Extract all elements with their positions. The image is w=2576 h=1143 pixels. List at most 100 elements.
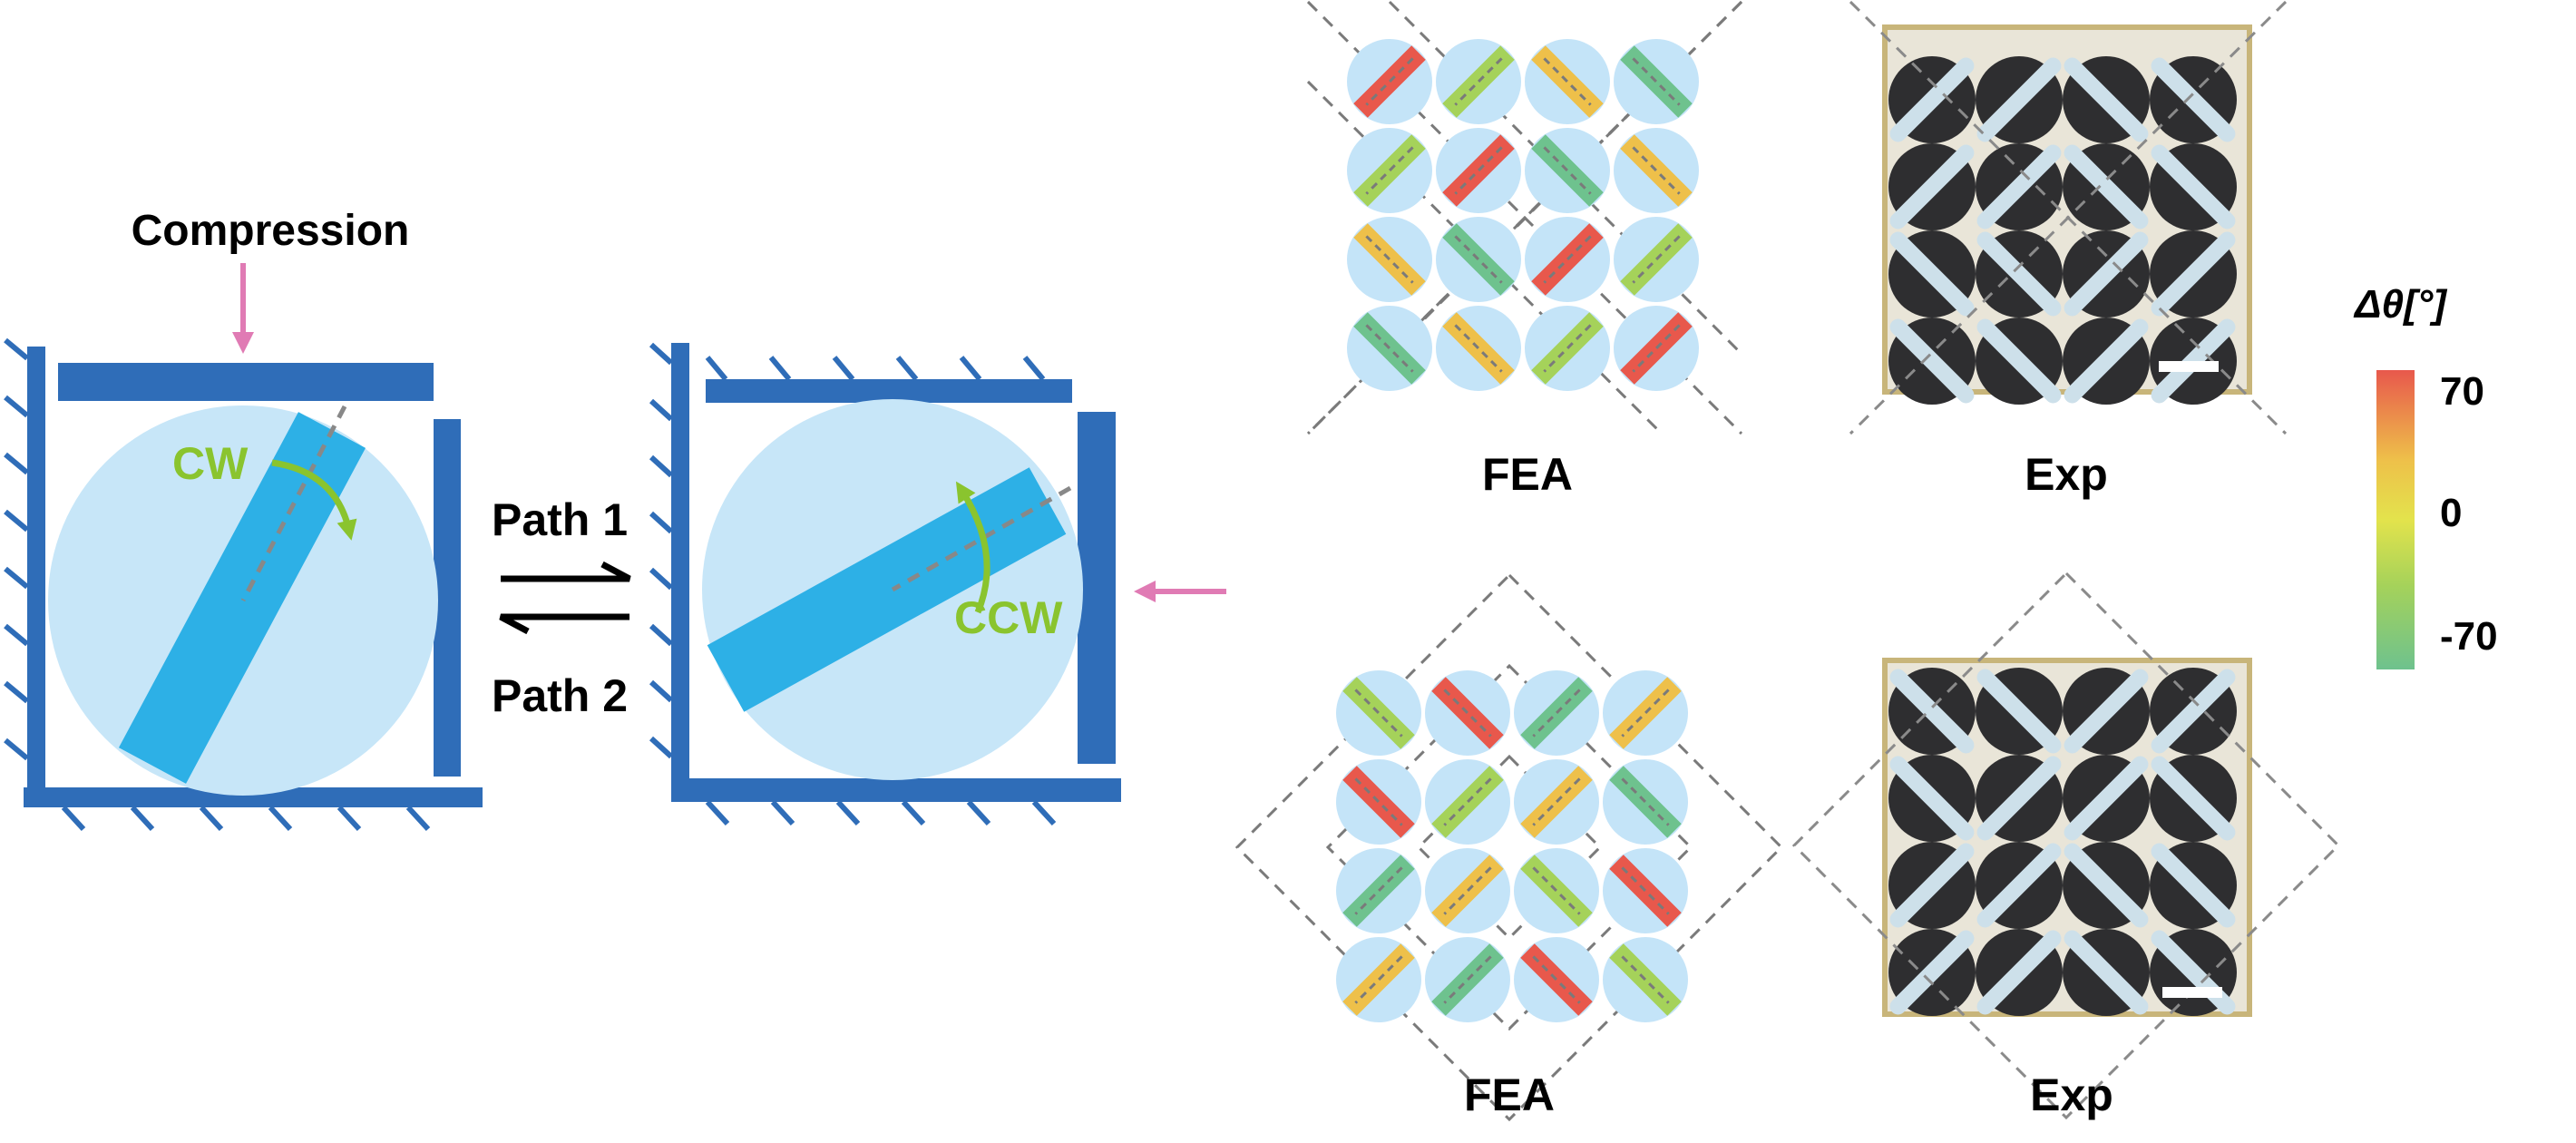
exp-cell [1888,668,1976,755]
exp-cell [2150,230,2237,318]
cell-bar [1976,669,2062,754]
cell-axis [1632,146,1681,195]
fea-cell [1436,128,1521,213]
cell-bar [1889,57,1975,142]
cell-bar [2064,318,2149,404]
exp-cell [2063,668,2150,755]
colorbar-min-label: -70 [2440,614,2498,659]
path2-label: Path 2 [492,670,628,721]
cell-axis [1543,146,1592,195]
cell-bar [2064,57,2149,142]
cell-axis [1454,235,1503,284]
fea-cell [1603,848,1688,933]
exp-cells [1888,56,2237,405]
colorbar: Δθ[°] 70 0 -70 [2353,282,2498,669]
bottom-wall [24,787,483,807]
cell-bar [1976,843,2062,928]
bar-axis [891,485,1072,592]
guide-lines [1791,571,2341,1120]
cell-axis [1621,777,1670,826]
cell-axis [1532,777,1581,826]
fea-cell [1347,217,1432,302]
exp-photo-top [1849,0,2288,435]
fea-cell [1603,670,1688,756]
exp-cell [1976,842,2063,929]
right-plate [434,419,461,777]
cell-bar [1889,669,1975,754]
cell-bar [2064,231,2149,317]
path2-arrow [499,613,629,635]
fea-cell [1436,217,1521,302]
ground-hatch-top [705,356,1046,381]
fea-cell [1436,306,1521,391]
fea-cell [1614,128,1699,213]
exp-cell [1976,755,2063,842]
compression-label: Compression [132,207,410,255]
fea-cell [1514,937,1599,1022]
exp-cell [1976,318,2063,405]
cell-bar [1889,231,1975,317]
schematic-cw: Compression CW [4,207,483,832]
bar-axis [240,405,347,602]
fea-cells [1336,670,1688,1022]
fea-cell [1514,670,1599,756]
colorbar-gradient [2376,370,2415,669]
cell-axis [1621,866,1670,915]
exp-cell [2063,929,2150,1016]
guide-diamond [1234,572,1784,1122]
colorbar-mid-label: 0 [2440,491,2462,535]
cell-axis [1443,866,1492,915]
fea-label-bottom: FEA [1464,1070,1555,1120]
ground-hatch-bottom [61,805,431,832]
fea-cell [1525,306,1610,391]
fea-cell [1347,39,1432,124]
cell-axis [1632,235,1681,284]
fea-grid-bottom [1234,572,1784,1122]
exp-cell [2063,318,2150,405]
guide-lines [1234,572,1784,1122]
cell-axis [1532,689,1581,738]
cell-bar [1976,318,2062,404]
cell-bar [1889,843,1975,928]
exp-cell [2063,842,2150,929]
cell-axis [1365,235,1414,284]
exp-cell [1888,143,1976,230]
exp-cell [2150,842,2237,929]
fea-cell [1525,128,1610,213]
fea-cell [1336,937,1421,1022]
cell-bar [1976,930,2062,1015]
cell-axis [1543,324,1592,373]
exp-cell [1888,230,1976,318]
fea-cell [1603,937,1688,1022]
cell-bar [2064,144,2149,230]
cell-axis [1454,324,1503,373]
cell-axis [1532,955,1581,1004]
exp-cell [1976,230,2063,318]
exp-cell [2150,668,2237,755]
fea-cell [1347,306,1432,391]
rotation-arrow-cw [271,459,357,541]
cell-axis [1532,866,1581,915]
fea-cell [1336,848,1421,933]
left-wall [671,343,689,784]
exp-cell [1976,56,2063,143]
cell-bar [2064,669,2149,754]
exp-cell [2063,230,2150,318]
exp-cell [2150,929,2237,1016]
cell-axis [1632,57,1681,106]
cell-bar [2151,57,2236,142]
cell-bar [1889,756,1975,841]
fea-grid-top [1306,0,1743,435]
scale-bar [2162,987,2222,998]
cell-bar [1976,231,2062,317]
cell-axis [1543,57,1592,106]
left-wall [27,347,45,791]
colorbar-title: Δθ[°] [2353,282,2447,327]
fea-cell [1614,217,1699,302]
cell-axis [1354,955,1403,1004]
exp-cell [1888,56,1976,143]
top-plate [706,379,1072,403]
fea-cell [1614,39,1699,124]
path1-label: Path 1 [492,494,628,545]
